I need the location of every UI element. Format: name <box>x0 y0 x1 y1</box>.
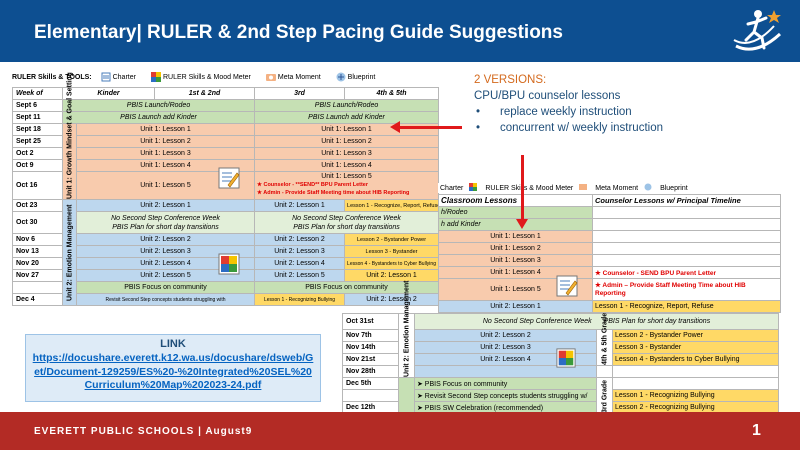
footer-bar: EVERETT PUBLIC SCHOOLS | August9 1 <box>0 412 800 450</box>
table-row: h/Rodeo <box>438 206 781 219</box>
table-row: Unit 1: Lesson 2 <box>438 242 781 255</box>
page-number: 1 <box>752 422 761 439</box>
table-row: Oct 23 Unit 2: Emotion Management Unit 2… <box>12 199 440 306</box>
versions-subtitle: CPU/BPU counselor lessons <box>474 90 621 102</box>
link-title: LINK <box>160 338 186 350</box>
footer-text: EVERETT PUBLIC SCHOOLS | August9 <box>34 426 253 437</box>
legend-item-mood-meter: RULER Skills & Mood Meter <box>150 72 251 82</box>
meta-moment-icon <box>265 72 276 82</box>
page-title: Elementary| RULER & 2nd Step Pacing Guid… <box>34 22 563 43</box>
mood-meter-icon <box>150 72 161 82</box>
table-row: Nov 27 Unit 2: Lesson 5 Unit 2: Lesson 5… <box>12 269 440 282</box>
legend-row: RULER Skills & TOOLS: Charter RULER Skil… <box>12 72 387 82</box>
charter-icon <box>556 275 578 297</box>
table-row: Oct 30 No Second Step Conference Week PB… <box>12 211 440 234</box>
table-row: Unit 2: Lesson 1 Lesson 1 - Recognize, R… <box>438 300 781 313</box>
legend-item-meta-moment: Meta Moment <box>265 72 321 82</box>
table-row: h add Kinder <box>438 218 781 231</box>
emotion-management-table: Oct 31st Unit 2: Emotion Management No S… <box>342 281 780 414</box>
unit1-label: Unit 1: Growth Mindset & Goal Setting <box>62 72 77 200</box>
legend-item-blueprint: Blueprint <box>336 72 375 82</box>
meta-moment-icon <box>579 183 589 193</box>
table-row: Nov 21st Unit 2: Lesson 4 Lesson 4 - Bys… <box>342 353 780 366</box>
table-row: Dec 5th ➤ PBIS Focus on community 3rd Gr… <box>342 377 780 414</box>
legend-item-charter: Charter <box>101 72 136 82</box>
versions-list: replace weekly instruction concurrent w/… <box>474 104 663 136</box>
legend-label: RULER Skills & TOOLS: <box>12 73 92 81</box>
table-row: Nov 14th Unit 2: Lesson 3 Lesson 3 - Bys… <box>342 341 780 354</box>
header-bar: Elementary| RULER & 2nd Step Pacing Guid… <box>0 0 800 62</box>
table-row: Oct 31st Unit 2: Emotion Management No S… <box>342 281 780 378</box>
link-box: LINK https://docushare.everett.k12.wa.us… <box>25 334 321 402</box>
list-item: concurrent w/ weekly instruction <box>474 120 663 136</box>
blueprint-icon <box>336 72 346 82</box>
runner-star-logo <box>733 10 782 51</box>
counselor-table: Classroom Lessons Counselor Lessons w/ P… <box>438 194 781 313</box>
pacing-table: Week of Kinder 1st & 2nd 3rd 4th & 5th S… <box>12 72 440 306</box>
table-header-row: Classroom Lessons Counselor Lessons w/ P… <box>438 194 781 207</box>
table-row: Sept 11 PBIS Launch add Kinder PBIS Laun… <box>12 111 440 124</box>
versions-note: 2 VERSIONS: CPU/BPU counselor lessons re… <box>474 72 663 136</box>
table-row: Unit 1: Lesson 5 ★ Admin – Provide Staff… <box>438 278 781 301</box>
mood-meter-icon <box>218 253 240 275</box>
table-row: Oct 2 Unit 1: Lesson 3 Unit 1: Lesson 3 <box>12 147 440 160</box>
table-row: Nov 6 Unit 2: Lesson 2 Unit 2: Lesson 2 … <box>12 233 440 246</box>
table-row: Unit 1: Lesson 4 ★ Counselor - SEND BPU … <box>438 266 781 279</box>
table-row: Sept 25 Unit 1: Lesson 2 Unit 1: Lesson … <box>12 135 440 148</box>
table-row: Unit 1: Lesson 1 <box>438 230 781 243</box>
table-row: Oct 9 Unit 1: Lesson 4 Unit 1: Lesson 4 <box>12 159 440 172</box>
table-row: Sept 6 PBIS Launch/Rodeo PBIS Launch/Rod… <box>12 99 440 112</box>
charter-icon <box>101 72 111 82</box>
table-row: Unit 1: Lesson 3 <box>438 254 781 267</box>
list-item: replace weekly instruction <box>474 104 663 120</box>
blueprint-icon <box>644 183 654 193</box>
table-row: Oct 16 Unit 1: Lesson 5 Unit 1: Lesson 5… <box>12 171 440 200</box>
unit2-label: Unit 2: Emotion Management <box>62 199 77 306</box>
table-row: Dec 4 Revisit Second Step concepts stude… <box>12 293 440 306</box>
document-link[interactable]: https://docushare.everett.k12.wa.us/docu… <box>32 352 314 391</box>
table-row: Dec 12th ➤ PBIS SW Celebration (recommen… <box>342 401 780 414</box>
versions-title: 2 VERSIONS: <box>474 74 547 86</box>
arrow-down-icon <box>516 155 528 229</box>
table-row: Nov 13 Unit 2: Lesson 3 Unit 2: Lesson 3… <box>12 245 440 258</box>
charter-icon <box>218 167 240 189</box>
table-row: PBIS Focus on community PBIS Focus on co… <box>12 281 440 294</box>
arrow-left-icon <box>390 121 462 133</box>
mood-meter-icon <box>556 348 576 368</box>
table-row: Nov 7th Unit 2: Lesson 2 4th & 5th Grade… <box>342 313 780 366</box>
mood-meter-icon <box>469 183 479 193</box>
table-row: Sept 18 Unit 1: Growth Mindset & Goal Se… <box>12 72 440 200</box>
overlay-legend: Charter RULER Skills & Mood Meter Meta M… <box>438 183 780 193</box>
table-header-row: Week of Kinder 1st & 2nd 3rd 4th & 5th <box>12 87 440 100</box>
